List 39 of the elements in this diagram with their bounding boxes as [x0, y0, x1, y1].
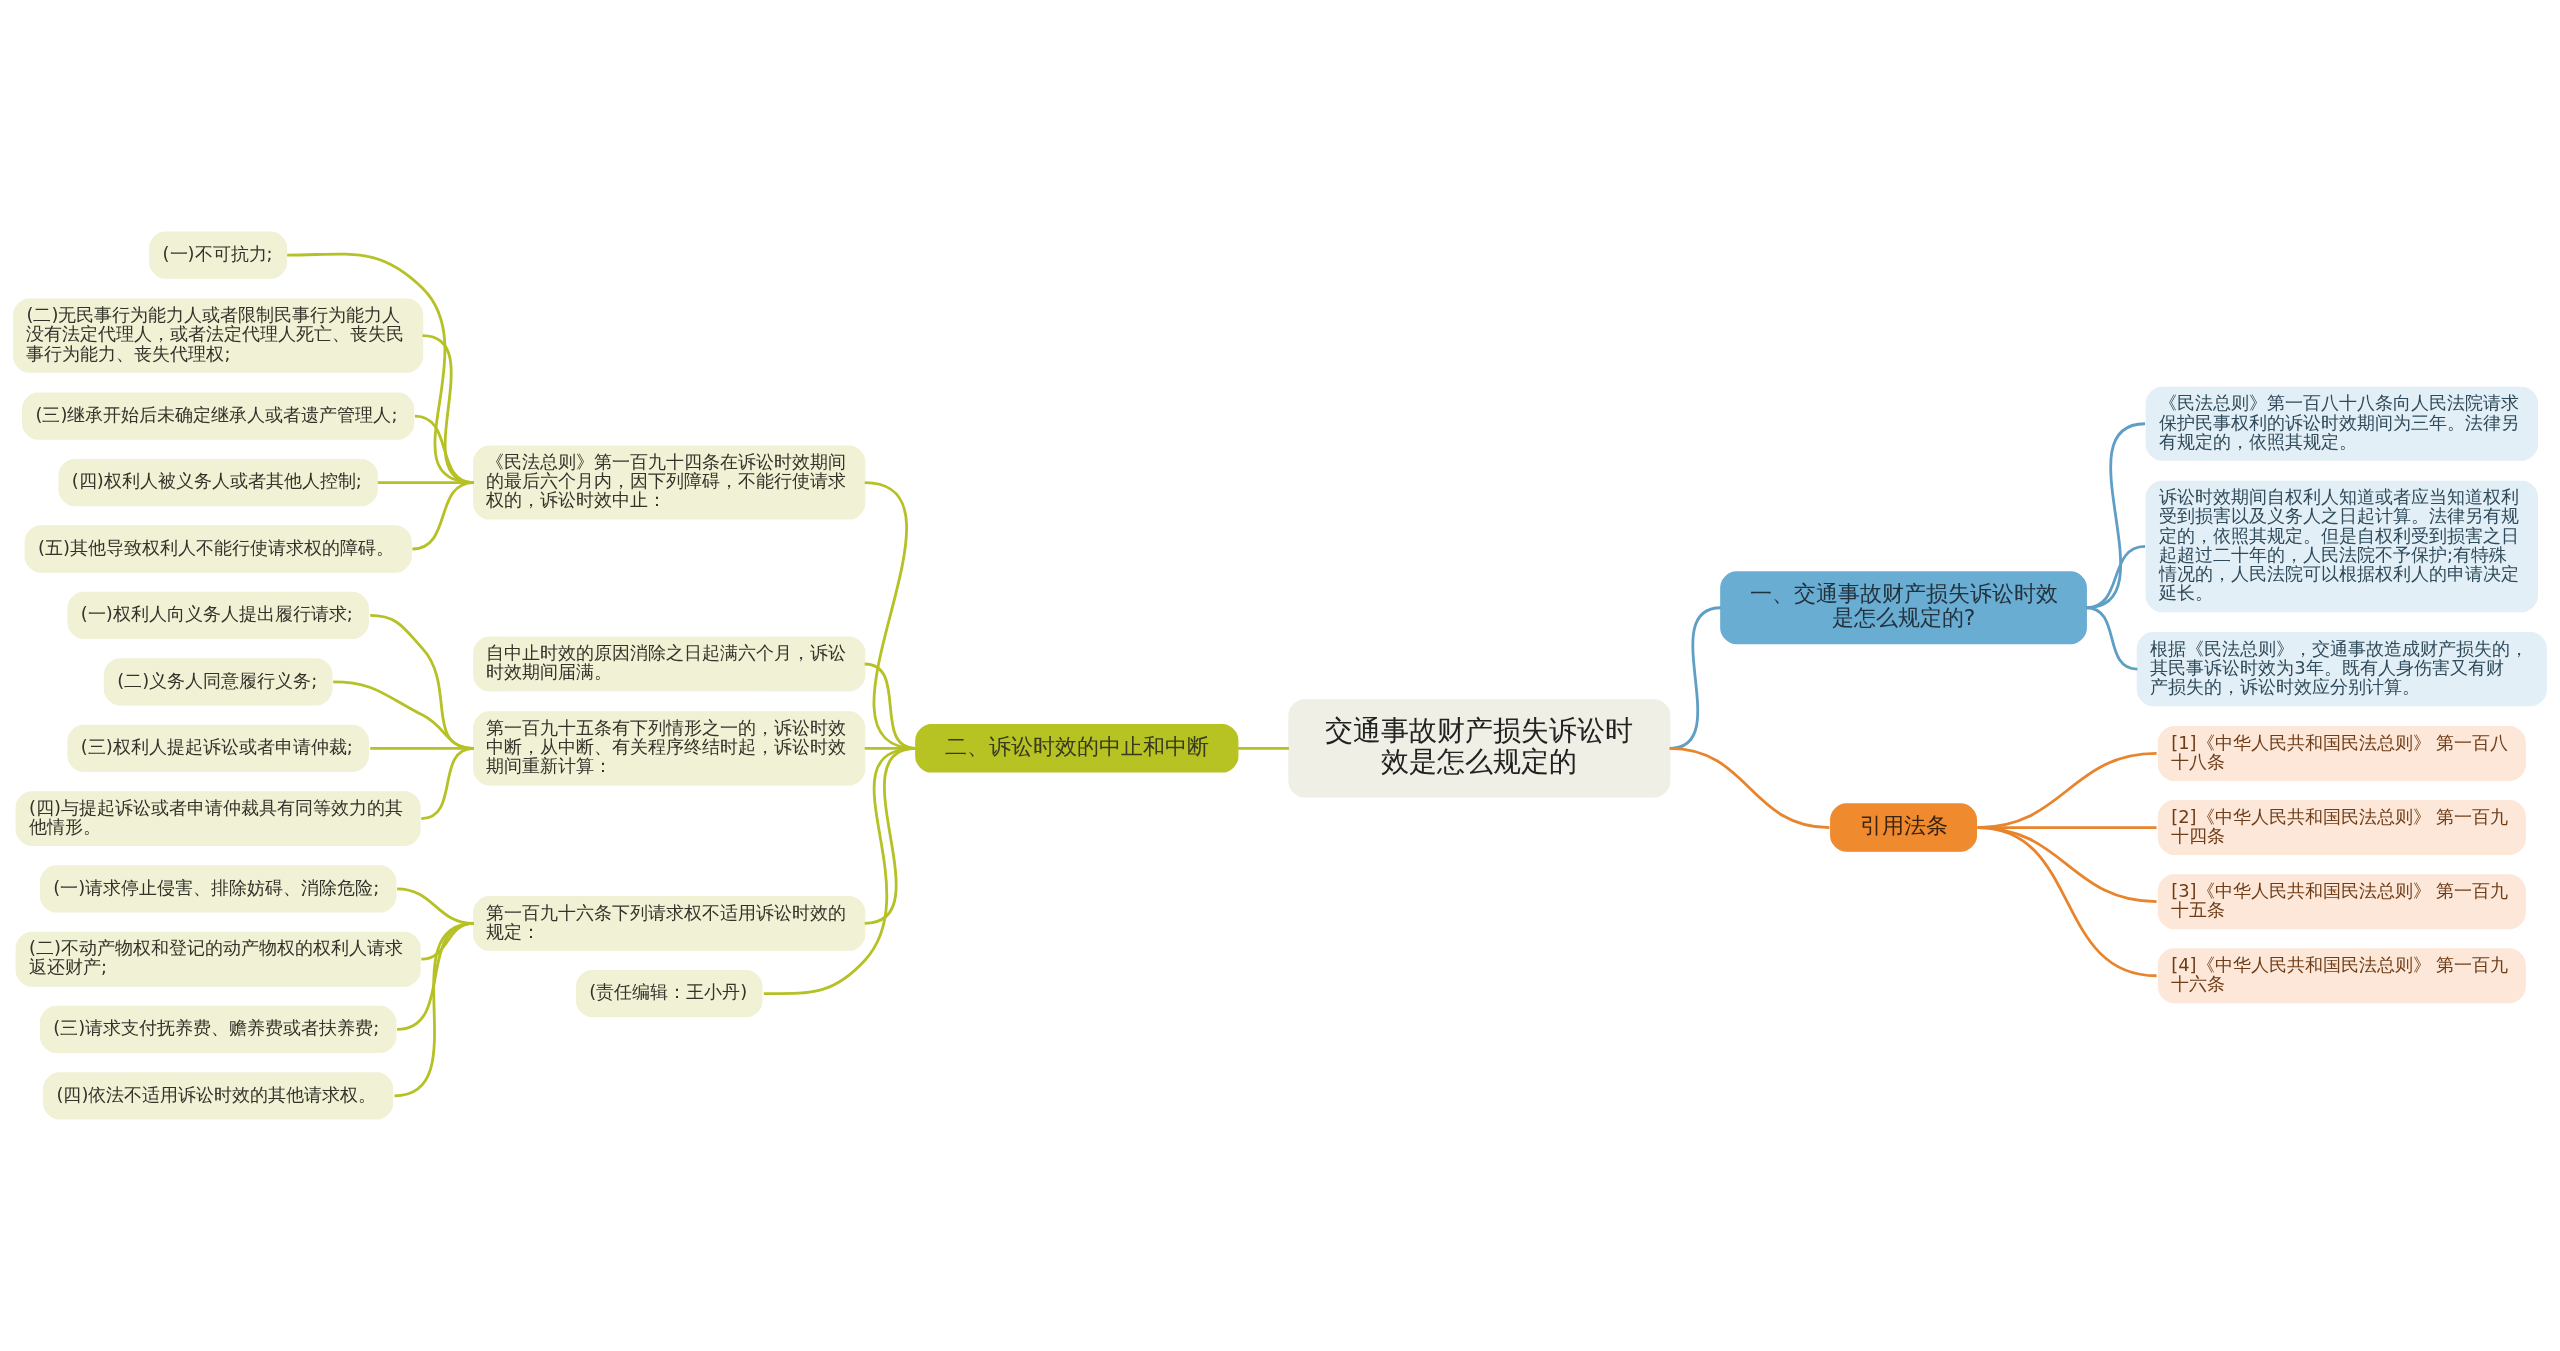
node-box: 第一百九十六条下列请求权不适用诉讼时效的规定： — [473, 895, 866, 951]
connector — [2086, 545, 2146, 610]
node-box: (三)权利人提起诉讼或者申请仲裁; — [67, 724, 369, 772]
connector — [412, 481, 474, 551]
node-box: 《民法总则》第一百九十四条在诉讼时效期间的最后六个月内，因下列障碍，不能行使请求权的，诉讼时效中止： — [473, 445, 866, 520]
node-box: (四)权利人被义务人或者其他人控制; — [58, 458, 378, 507]
node-box: 《民法总则》第一百八十八条向人民法院请求保护民事权利的诉讼时效期间为三年。法律另有规定的，依照其规定。 — [2145, 386, 2538, 461]
connector — [2086, 606, 2138, 671]
connector — [421, 746, 474, 820]
node-box: (一)不可抗力; — [149, 231, 288, 279]
node-box: (一)权利人向义务人提出履行请求; — [67, 591, 369, 640]
node-box: (四)依法不适用诉讼时效的其他请求权。 — [43, 1072, 394, 1120]
node-box: (三)继承开始后未确定继承人或者遗产管理人; — [22, 392, 415, 440]
node-box: 二、诉讼时效的中止和中断 — [915, 724, 1239, 773]
node-box: 根据《民法总则》，交通事故造成财产损失的，其民事诉讼时效为3年。既有人身伤害又有财产损失的，诉讼时效应分别计算。 — [2136, 632, 2547, 707]
node-box: [3]《中华人民共和国民法总则》 第一百九十五条 — [2157, 874, 2526, 930]
node-box: 交通事故财产损失诉讼时效是怎么规定的 — [1288, 699, 1671, 798]
connector — [763, 746, 917, 996]
node-box: (三)请求支付抚养费、赡养费或者扶养费; — [39, 1005, 397, 1054]
node-box: [1]《中华人民共和国民法总则》 第一百八十八条 — [2157, 725, 2526, 781]
connector — [1669, 746, 1830, 829]
node-box: 引用法条 — [1830, 803, 1978, 852]
connector — [2086, 422, 2146, 610]
node-box: 第一百九十五条有下列情形之一的，诉讼时效中断，从中断、有关程序终结时起，诉讼时效期间重新计算： — [473, 711, 866, 786]
node-box: (二)义务人同意履行义务; — [103, 658, 333, 706]
node-box: (一)请求停止侵害、排除妨碍、消除危险; — [39, 865, 397, 913]
connector — [1237, 746, 1289, 750]
node-box: (二)无民事行为能力人或者限制民事行为能力人没有法定代理人，或者法定代理人死亡、丧失民事行为能力、丧失代理权; — [13, 298, 424, 373]
node-box: 一、交通事故财产损失诉讼时效是怎么规定的? — [1720, 571, 2087, 645]
connector — [394, 922, 474, 1098]
node-box: [2]《中华人民共和国民法总则》 第一百九十四条 — [2157, 800, 2526, 856]
node-box: [4]《中华人民共和国民法总则》 第一百九十六条 — [2157, 948, 2526, 1004]
node-box: 自中止时效的原因消除之日起满六个月，诉讼时效期间届满。 — [473, 636, 866, 692]
node-box: (五)其他导致权利人不能行使请求权的障碍。 — [24, 525, 412, 573]
node-box: (责任编辑：王小丹) — [575, 970, 763, 1018]
node-box: (二)不动产物权和登记的动产物权的权利人请求返还财产; — [15, 931, 421, 987]
node-box: (四)与提起诉讼或者申请仲裁具有同等效力的其他情形。 — [15, 791, 421, 847]
node-box: 诉讼时效期间自权利人知道或者应当知道权利受到损害以及义务人之日起计算。法律另有规定的，依照其规定。但是自权利受到损害之日起超过二十年的，人民法院不予保护;有特殊情况的，人民法院可以根据权利人的申请决定延长。 — [2145, 480, 2538, 613]
connector — [1977, 826, 2157, 978]
